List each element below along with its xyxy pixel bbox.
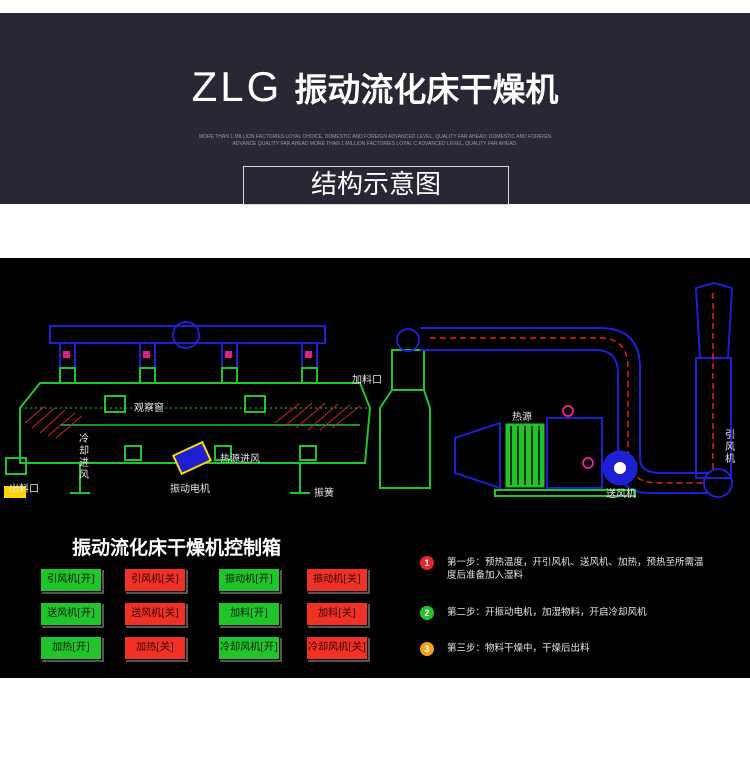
control-button-11[interactable]: 冷却风机[开] — [218, 636, 280, 660]
gauge-1 — [562, 405, 574, 417]
label-heat-source: 热源 — [512, 412, 532, 423]
control-box-title: 振动流化床干燥机控制箱 — [72, 537, 282, 559]
control-button-4[interactable]: 振动机[关] — [306, 568, 368, 592]
step-2: 2 第二步：开振动电机，加湿物料，开启冷却风机 — [420, 606, 720, 622]
control-button-1[interactable]: 引风机[开] — [40, 568, 102, 592]
observation-window-left — [104, 395, 126, 413]
control-button-10[interactable]: 加热[关] — [124, 636, 186, 660]
return-duct-inner — [420, 349, 710, 494]
step-3: 3 第三步：物料干燥中，干燥后出料 — [420, 642, 720, 658]
step-number: 2 — [420, 606, 434, 620]
discharge-bin — [4, 486, 26, 498]
heater-fins — [510, 426, 540, 485]
equipment-base — [494, 489, 636, 497]
step-text: 第二步：开振动电机，加湿物料，开启冷却风机 — [447, 607, 647, 618]
label-cooling-air-inlet: 冷却进风 — [79, 434, 89, 481]
observation-window-right — [244, 395, 266, 413]
top-air-manifold — [49, 325, 326, 344]
air-inlets — [124, 445, 317, 461]
discharge-chute — [5, 457, 27, 475]
control-button-2[interactable]: 引风机[关] — [124, 568, 186, 592]
step-text: 第一步：预热温度，开引风机、送风机、加热，预热至所需温度后准备加入湿料 — [447, 557, 704, 581]
hatch-left — [24, 405, 83, 439]
label-observation-window: 观察窗 — [134, 403, 164, 414]
vibration-motor-graphic — [171, 440, 213, 476]
product-name: 振动流化床干燥机 — [294, 70, 559, 109]
return-duct-outer — [420, 327, 710, 474]
control-button-9[interactable]: 加热[开] — [40, 636, 102, 660]
label-supply-fan: 送风机 — [606, 489, 636, 500]
product-title: ZLG 振动流化床干燥机 — [0, 63, 750, 111]
section-label-button[interactable]: 结构示意图 — [243, 166, 509, 205]
step-1: 1 第一步：预热温度，开引风机、送风机、加热，预热至所需温度后准备加入湿料 — [420, 556, 720, 586]
control-button-7[interactable]: 加料[开] — [218, 602, 280, 626]
structure-diagram: 观察窗 加料口 热源 冷却进风 热源进风 出料口 振动电机 振簧 送风机 引风机… — [0, 258, 750, 678]
manifold-ring — [172, 321, 200, 349]
valves — [63, 351, 312, 358]
brand-code: ZLG — [191, 63, 283, 110]
hatch-right — [274, 402, 361, 431]
control-button-6[interactable]: 送风机[关] — [124, 602, 186, 626]
feed-hopper — [379, 389, 431, 489]
heater-cone — [454, 421, 501, 490]
induced-fan-graphic — [703, 468, 733, 498]
step-number: 1 — [420, 556, 434, 570]
label-induced-fan: 引风机 — [725, 430, 735, 465]
fine-print: MORE THAN 1 MILLION FACTORIES LOYAL CHOI… — [199, 134, 551, 147]
label-spring: 振簧 — [314, 488, 334, 499]
control-button-3[interactable]: 振动机[开] — [218, 568, 280, 592]
gauge-2 — [582, 457, 594, 469]
label-discharge: 出料口 — [9, 484, 39, 495]
exhaust-columns — [59, 367, 318, 384]
support-legs — [70, 463, 310, 494]
chimney — [694, 281, 734, 359]
machine-drawing — [4, 281, 734, 498]
label-hot-air-inlet: 热源进风 — [220, 454, 260, 465]
control-button-8[interactable]: 加料[关] — [306, 602, 368, 626]
label-vibration-motor: 振动电机 — [170, 484, 210, 495]
feed-column — [391, 349, 425, 391]
control-button-12[interactable]: 冷却风机[关] — [306, 636, 368, 660]
control-button-5[interactable]: 送风机[开] — [40, 602, 102, 626]
header-banner: ZLG 振动流化床干燥机 MORE THAN 1 MILLION FACTORIE… — [0, 13, 750, 205]
airflow-path — [430, 337, 705, 484]
heater-frame — [546, 417, 603, 489]
step-number: 3 — [420, 642, 434, 656]
step-text: 第三步：物料干燥中，干燥后出料 — [447, 643, 590, 654]
label-feed-inlet: 加料口 — [352, 375, 382, 386]
